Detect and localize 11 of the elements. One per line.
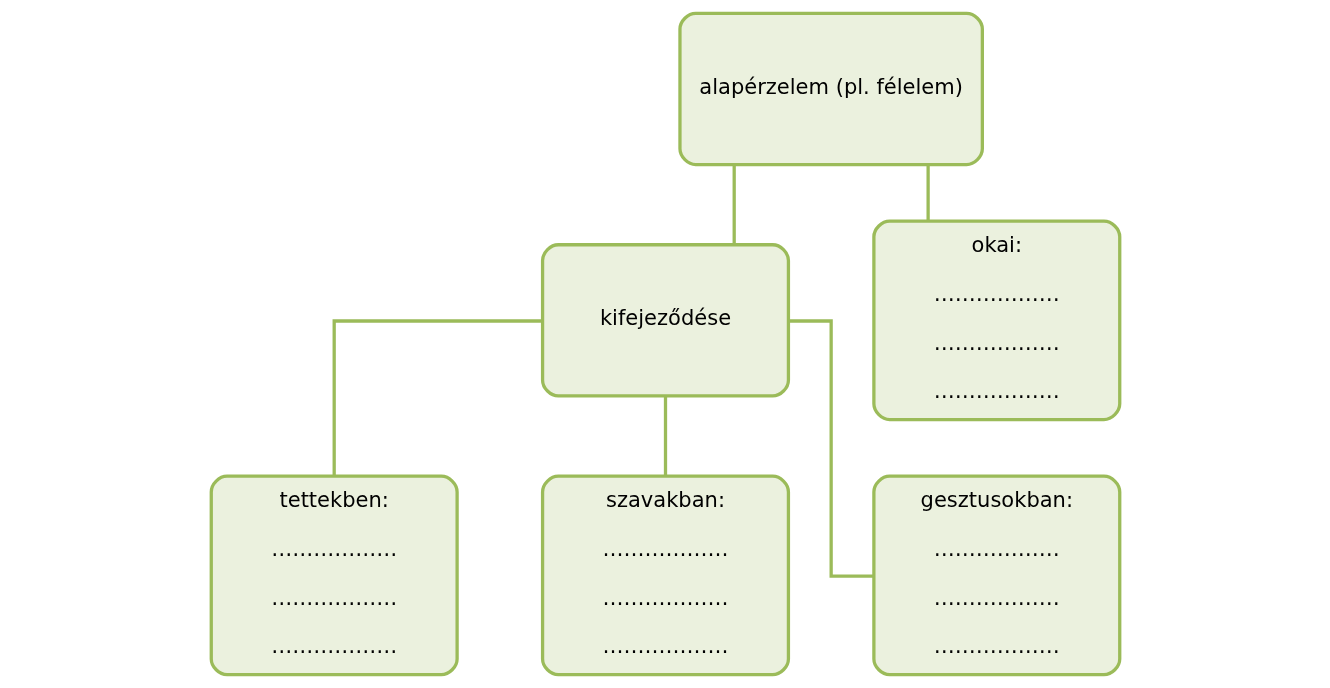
connector <box>663 396 667 476</box>
connector <box>925 164 930 221</box>
node-box: gesztusokban: ……………… ……………… ……………… <box>871 474 1121 677</box>
node-box: kifejeződése <box>540 243 790 398</box>
node-box: alapérzelem (pl. félelem) <box>677 11 984 167</box>
node-box: tettekben: ……………… ……………… ……………… <box>209 474 459 677</box>
connector <box>732 164 736 245</box>
node-box: szavakban: ……………… ……………… ……………… <box>540 474 790 677</box>
node-box: okai: ……………… ……………… ……………… <box>871 219 1121 422</box>
connector <box>788 319 874 578</box>
connector <box>332 319 542 476</box>
